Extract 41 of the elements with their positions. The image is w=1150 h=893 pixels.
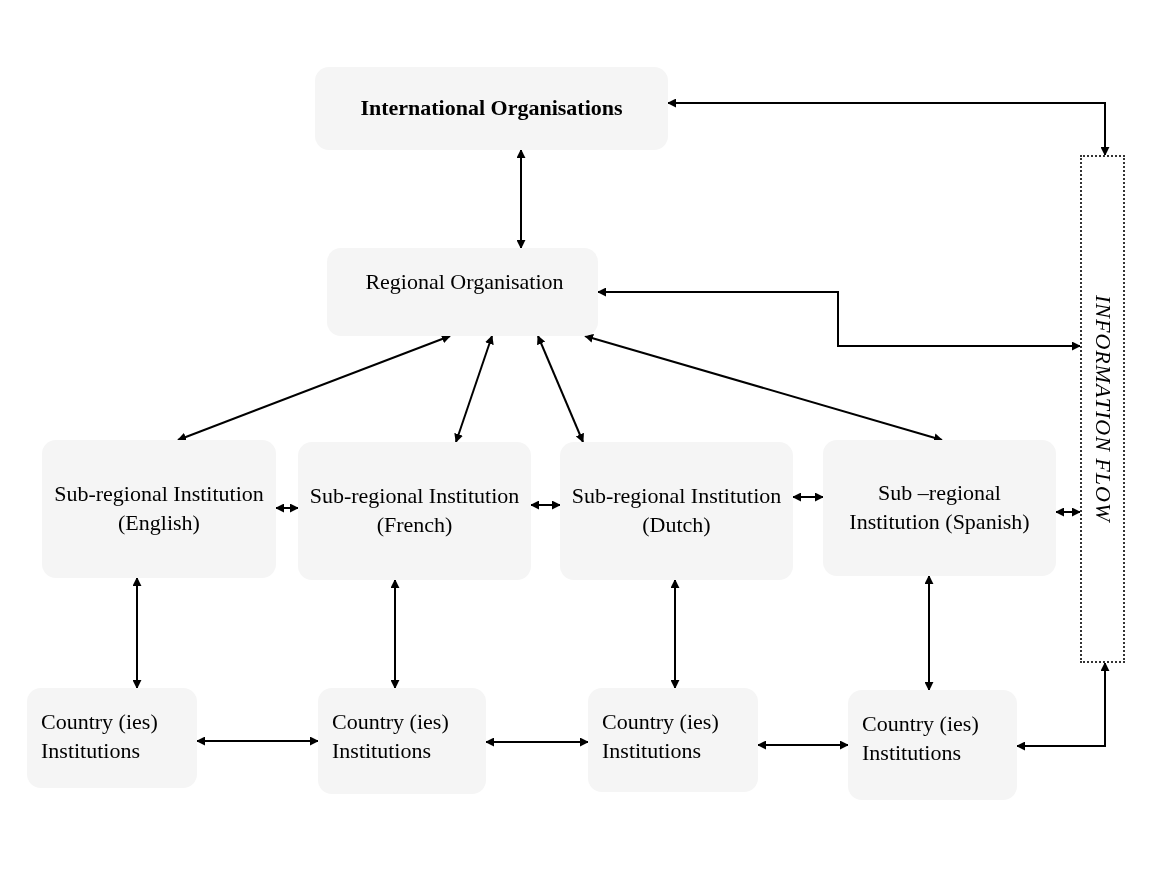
double-arrow bbox=[530, 500, 561, 510]
box-label: Country (ies) Institutions bbox=[332, 708, 450, 765]
institution-box bbox=[327, 248, 598, 336]
box-label: Country (ies) Institutions bbox=[41, 708, 159, 765]
box-label: Sub-regional Institution (Dutch) bbox=[570, 482, 783, 539]
institution-box bbox=[823, 440, 1056, 576]
box-label: Sub-regional Institution (French) bbox=[308, 482, 521, 539]
institution-box bbox=[848, 690, 1017, 800]
double-arrow bbox=[584, 333, 943, 443]
double-arrow bbox=[667, 98, 1110, 156]
double-arrow bbox=[390, 579, 400, 689]
double-arrow bbox=[1055, 507, 1081, 517]
double-arrow bbox=[1016, 662, 1110, 751]
box-label: International Organisations bbox=[360, 94, 623, 123]
double-arrow bbox=[792, 492, 824, 502]
box-label: Country (ies) Institutions bbox=[602, 708, 720, 765]
institution-box bbox=[588, 688, 758, 792]
institution-box bbox=[298, 442, 531, 580]
box-label: Regional Organisation bbox=[365, 268, 564, 296]
double-arrow bbox=[275, 503, 299, 513]
institution-box bbox=[318, 688, 486, 794]
double-arrow bbox=[516, 149, 526, 249]
box-label: Sub –regional Institution (Spanish) bbox=[848, 479, 1031, 536]
double-arrow bbox=[924, 575, 934, 691]
double-arrow bbox=[196, 736, 319, 746]
information-flow-box bbox=[1080, 155, 1125, 663]
double-arrow bbox=[485, 737, 589, 747]
double-arrow bbox=[537, 335, 584, 443]
institution-box bbox=[560, 442, 793, 580]
double-arrow bbox=[597, 287, 1081, 351]
institution-box bbox=[27, 688, 197, 788]
double-arrow bbox=[132, 577, 142, 689]
double-arrow bbox=[670, 579, 680, 689]
vertical-label: INFORMATION FLOW bbox=[1089, 295, 1116, 523]
institution-box bbox=[42, 440, 276, 578]
double-arrow bbox=[454, 335, 494, 443]
box-label: Sub-regional Institution (English) bbox=[53, 480, 265, 537]
box-label: Country (ies) Institutions bbox=[862, 710, 980, 767]
double-arrow bbox=[757, 740, 849, 750]
double-arrow bbox=[177, 334, 451, 442]
institution-box bbox=[315, 67, 668, 150]
